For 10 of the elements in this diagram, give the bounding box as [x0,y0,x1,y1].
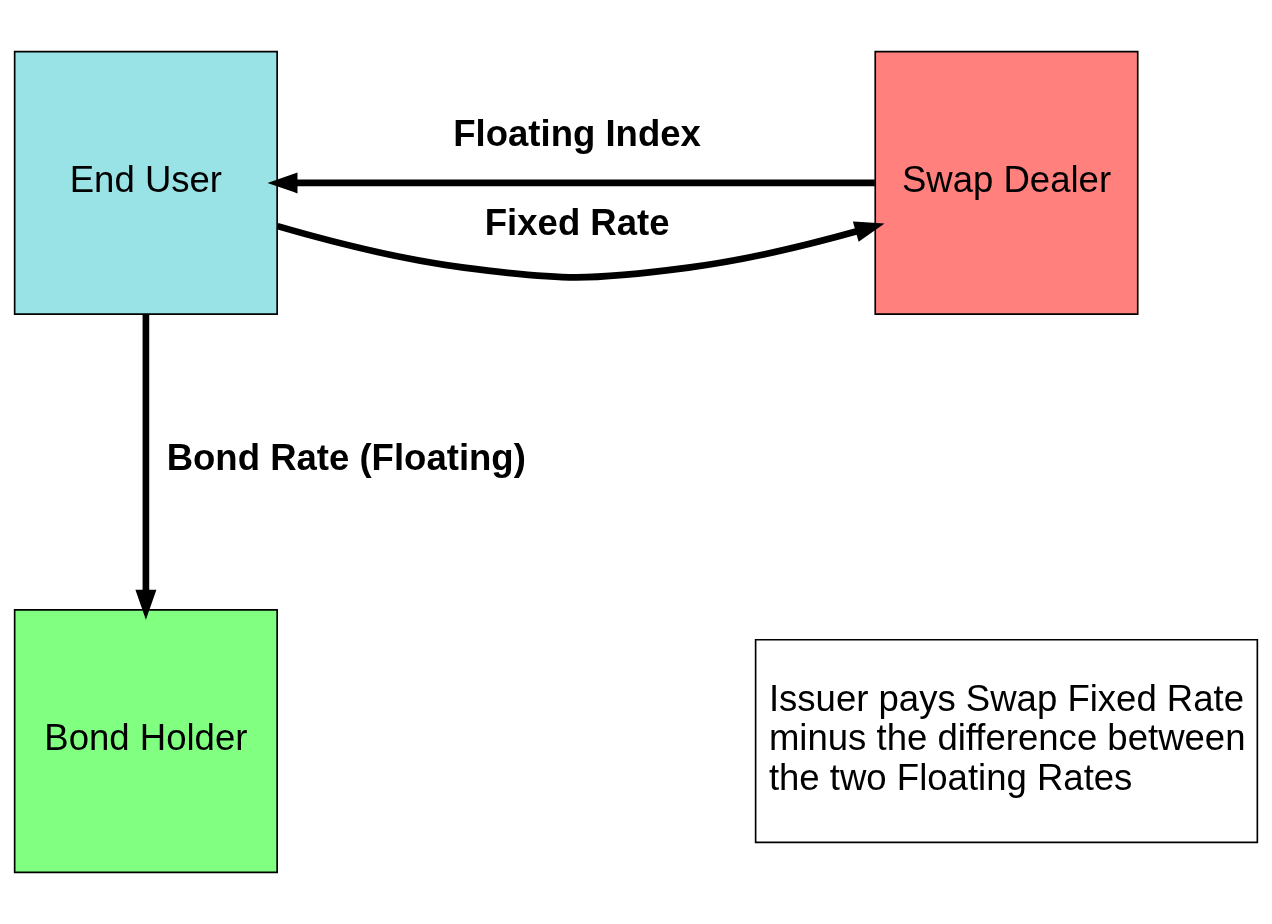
node-box: End User [13,50,278,315]
edge-label: Fixed Rate [484,202,670,244]
node-box: Bond Holder [13,609,278,874]
node-box: Swap Dealer [874,50,1139,315]
edge-label: Bond Rate (Floating) [166,436,526,478]
arrow [135,314,157,620]
arrow [267,172,875,194]
arrow [276,221,885,281]
node-box: Issuer pays Swap Fixed Rate minus the difference between the two Floating Rates [754,638,1259,844]
edge-label: Floating Index [453,112,701,154]
